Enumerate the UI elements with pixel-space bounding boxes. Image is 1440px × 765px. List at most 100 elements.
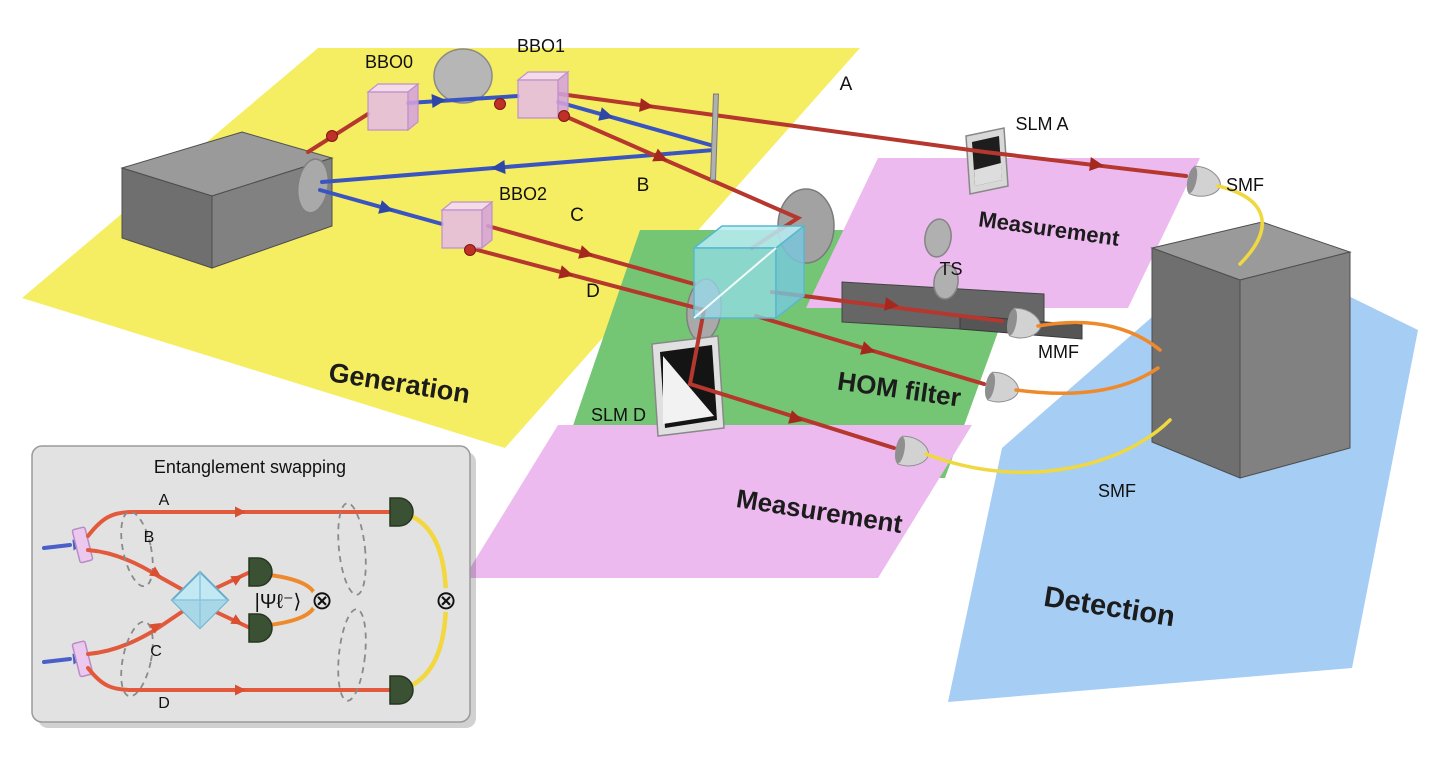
entanglement-ellipses xyxy=(120,502,367,702)
bbo1-label: BBO1 xyxy=(517,36,565,56)
inset-beam-a xyxy=(86,510,394,538)
arrow-icon xyxy=(431,94,446,108)
slm-d-device xyxy=(651,335,725,437)
arrow-icon xyxy=(578,245,594,259)
beam-laser-path xyxy=(306,112,370,154)
arrow-icon xyxy=(598,107,614,121)
arrow-icon xyxy=(378,200,394,214)
entanglement-swapping-inset: Entanglement swapping xyxy=(31,445,476,728)
mirror-disc-left-icon xyxy=(296,158,330,214)
inset-bs-output-bottom xyxy=(214,610,250,629)
pump-beam-return xyxy=(320,148,716,184)
inset-detectors xyxy=(248,497,414,705)
bbo0-front xyxy=(367,91,409,131)
beam-c-label: C xyxy=(570,205,584,226)
bbo2-crystal xyxy=(440,200,494,250)
inset-beam-c-label: C xyxy=(150,643,162,660)
inset-detector-a xyxy=(389,497,414,527)
coupler-opening xyxy=(1006,308,1018,336)
inset-pump-1 xyxy=(42,543,72,550)
coupler-opening xyxy=(984,372,996,400)
inset-beam-d xyxy=(86,666,394,692)
detector-box-right-face xyxy=(1239,251,1351,479)
arrow-icon xyxy=(149,623,162,634)
beam-a-path xyxy=(558,92,1188,178)
ts-mirror-1-icon xyxy=(924,218,952,258)
focus-ball-icon xyxy=(464,244,476,256)
mirror-discs xyxy=(296,48,959,342)
measurement-top-panel xyxy=(806,158,1200,308)
inset-arrows xyxy=(149,506,246,696)
mmf-label: MMF xyxy=(1038,342,1079,362)
focus-ball-icon xyxy=(326,130,338,142)
ts-label: TS xyxy=(939,259,962,279)
pump-beam-1-pin xyxy=(556,100,716,148)
smf-top-label: SMF xyxy=(1226,175,1264,195)
fibers xyxy=(924,184,1264,474)
slm-a-glint xyxy=(974,163,1002,186)
bbo1-front xyxy=(517,79,559,119)
beam-d-label: D xyxy=(586,281,600,302)
slm-d-pattern xyxy=(663,356,714,424)
fiber-couplers xyxy=(894,165,1221,467)
pump-beam-0-1 xyxy=(406,94,520,105)
slm-d-label: SLM D xyxy=(591,405,646,425)
arrow-icon xyxy=(788,410,804,424)
beam-arrows xyxy=(378,94,1104,424)
smf-d-fiber xyxy=(924,418,1172,474)
detector-box-left-face xyxy=(1151,247,1241,479)
bs-right-face xyxy=(775,224,805,320)
inset-bs-output-top xyxy=(214,571,250,590)
slm-a-label: SLM A xyxy=(1015,114,1068,134)
arrow-icon xyxy=(639,98,654,112)
mmf-coupler-1 xyxy=(1006,307,1042,339)
beam-a-label: A xyxy=(840,74,853,95)
smf-a-coupler xyxy=(1186,165,1221,197)
inset-beam-d-label: D xyxy=(158,695,170,712)
smf-d-coupler xyxy=(894,435,930,467)
mmf-fiber-1 xyxy=(1036,320,1162,352)
arrow-icon xyxy=(230,614,243,625)
otimes-right-bg xyxy=(434,588,458,612)
bbo2-side xyxy=(481,200,493,250)
beam-b-label: B xyxy=(637,175,650,196)
inset-detector-mid-bottom xyxy=(248,613,273,643)
inset-beam-a-label: A xyxy=(159,492,170,509)
smf-a-fiber xyxy=(1216,184,1264,266)
ts-mirror-2-icon xyxy=(933,264,959,300)
bbo0-label: BBO0 xyxy=(365,52,413,72)
arrow-icon xyxy=(491,160,506,174)
otimes-mid-icon: ⊗ xyxy=(311,585,333,615)
otimes-mid-bg xyxy=(310,588,334,612)
entangled-pair-right-top-icon xyxy=(337,502,367,596)
entangled-pair-cd-icon xyxy=(120,620,154,698)
arrow-icon xyxy=(558,265,574,279)
coupler-opening xyxy=(1186,166,1198,194)
inset-detector-d xyxy=(389,675,414,705)
inset-source-ab xyxy=(71,526,94,564)
bbo1-side xyxy=(557,70,569,120)
inset-detector-mid-top xyxy=(248,557,273,587)
focus-ball-icon xyxy=(494,98,506,110)
entangled-pair-ab-icon xyxy=(120,510,154,588)
bs-diagonal xyxy=(693,247,777,319)
coupler-opening xyxy=(894,436,906,464)
bbo1-crystal xyxy=(516,70,570,120)
arrow-icon xyxy=(230,575,243,586)
slm-a-device xyxy=(965,127,1009,195)
arrow-icon xyxy=(1089,157,1104,171)
focus-ball-icon xyxy=(558,110,570,122)
inset-beamsplitter xyxy=(170,570,230,630)
arrow-icon xyxy=(884,297,899,311)
bell-state-label: |Ψℓ⁻⟩ xyxy=(255,591,302,613)
arrow-icon xyxy=(235,506,246,518)
component-labels: BBO0 BBO1 BBO2 A B C D SLM A SLM D SMF M… xyxy=(365,36,1264,501)
arrow-icon xyxy=(235,684,246,696)
mmf-coupler-2 xyxy=(984,371,1020,403)
arrow-icon xyxy=(149,566,162,577)
waveplate-pin xyxy=(709,93,720,181)
otimes-right-icon: ⊗ xyxy=(435,585,457,615)
detector-box xyxy=(1150,221,1352,479)
